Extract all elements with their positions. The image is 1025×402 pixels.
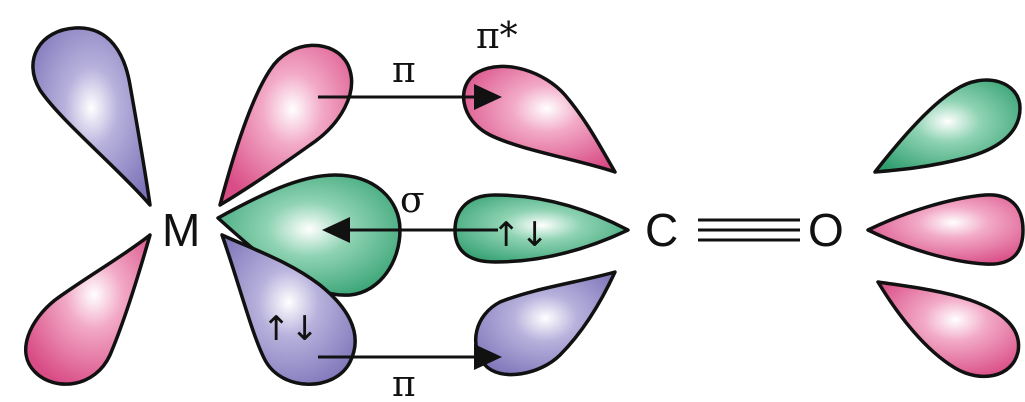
metal-upper-left-lobe (31, 26, 152, 207)
metal-pi-donor-upper-lobe (218, 43, 354, 207)
metal-filled-pi-lobe (220, 233, 357, 386)
carbon-label: C (645, 204, 678, 256)
co-pi-star-lobe (461, 64, 617, 174)
co-pi-star-lower-lobe (473, 270, 617, 377)
sigma-label: σ (400, 180, 425, 221)
oxygen-lower-lobe (876, 280, 1021, 379)
carbon-oxygen-triple-bond (698, 218, 800, 242)
oxygen-middle-lobe (866, 193, 1025, 266)
pi-label-bottom: π (392, 364, 416, 402)
pi-backdonation-arrow-top (318, 84, 502, 110)
sigma-donation-arrow (322, 217, 498, 243)
carbon-electron-pair: ↑↓ (492, 215, 549, 255)
metal-electron-pair: ↑↓ (262, 309, 319, 349)
pi-backdonation-arrow-bottom (318, 344, 502, 370)
metal-lower-left-lobe (24, 233, 152, 386)
pi-label-top: π (392, 50, 416, 91)
oxygen-upper-lobe (873, 78, 1022, 174)
metal-label: M (162, 204, 200, 256)
oxygen-label: O (808, 204, 844, 256)
pi-star-label: π* (476, 16, 518, 57)
